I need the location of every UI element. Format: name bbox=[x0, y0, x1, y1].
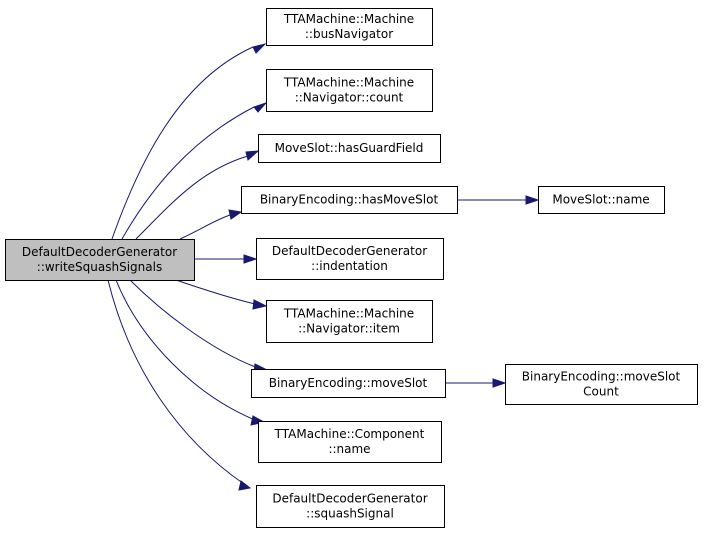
node-box bbox=[5, 239, 195, 281]
node-label-line: BinaryEncoding::hasMoveSlot bbox=[260, 193, 439, 207]
node-box bbox=[258, 134, 441, 163]
edge-moveSlot-to-moveSlotCount bbox=[445, 378, 507, 388]
edge-writeSquashSignals-to-squashSignal bbox=[107, 279, 252, 491]
node-hasGuardField[interactable]: MoveSlot::hasGuardField bbox=[258, 134, 441, 163]
node-label-line: MoveSlot::name bbox=[552, 193, 649, 207]
node-label-line: DefaultDecoderGenerator bbox=[272, 244, 427, 258]
node-label-line: Count bbox=[583, 385, 619, 399]
node-box bbox=[505, 364, 698, 405]
edge-writeSquashSignals-to-busNavigator bbox=[111, 43, 267, 240]
edge-line bbox=[175, 279, 256, 305]
edge-writeSquashSignals-to-navCount bbox=[121, 101, 268, 240]
node-navCount[interactable]: TTAMachine::Machine::Navigator::count bbox=[266, 69, 433, 112]
node-box bbox=[266, 300, 433, 343]
arrowhead-icon bbox=[245, 150, 260, 161]
node-busNavigator[interactable]: TTAMachine::Machine::busNavigator bbox=[266, 8, 433, 46]
node-label-line: TTAMachine::Machine bbox=[283, 76, 414, 90]
arrowhead-icon bbox=[492, 378, 507, 388]
node-label-line: ::squashSignal bbox=[306, 507, 394, 521]
node-box bbox=[251, 369, 446, 398]
node-label-line: DefaultDecoderGenerator bbox=[22, 245, 177, 259]
edge-writeSquashSignals-to-indentation bbox=[194, 254, 258, 264]
node-box bbox=[256, 238, 444, 280]
node-indentation[interactable]: DefaultDecoderGenerator::indentation bbox=[256, 238, 444, 280]
node-box bbox=[256, 485, 445, 528]
node-squashSignal[interactable]: DefaultDecoderGenerator::squashSignal bbox=[256, 485, 445, 528]
node-label-line: ::writeSquashSignals bbox=[37, 260, 162, 274]
edge-line bbox=[111, 46, 254, 240]
node-box bbox=[241, 186, 458, 214]
edge-writeSquashSignals-to-componentName bbox=[115, 279, 266, 426]
edge-writeSquashSignals-to-hasGuardField bbox=[135, 150, 260, 240]
node-label-line: ::Navigator::count bbox=[295, 91, 404, 105]
edge-line bbox=[121, 106, 255, 240]
arrowhead-icon bbox=[243, 254, 258, 264]
edge-line bbox=[135, 155, 249, 240]
node-componentName[interactable]: TTAMachine::Component::name bbox=[258, 421, 442, 463]
edge-line bbox=[107, 279, 245, 485]
node-label-line: ::name bbox=[328, 442, 370, 456]
node-moveSlotName[interactable]: MoveSlot::name bbox=[538, 186, 665, 214]
node-label-line: MoveSlot::hasGuardField bbox=[275, 141, 424, 155]
arrowhead-icon bbox=[253, 101, 268, 113]
edge-hasMoveSlot-to-moveSlotName bbox=[457, 195, 540, 205]
node-label-line: TTAMachine::Machine bbox=[283, 12, 414, 26]
edge-writeSquashSignals-to-navItem bbox=[175, 279, 268, 310]
edge-line bbox=[179, 214, 231, 240]
edge-line bbox=[129, 279, 259, 369]
node-box bbox=[266, 8, 433, 46]
arrowhead-icon bbox=[252, 43, 267, 54]
arrowhead-icon bbox=[525, 195, 540, 205]
node-label-line: ::busNavigator bbox=[305, 27, 393, 41]
node-box bbox=[258, 421, 442, 463]
node-navItem[interactable]: TTAMachine::Machine::Navigator::item bbox=[266, 300, 433, 343]
node-label-line: BinaryEncoding::moveSlot bbox=[269, 376, 428, 390]
edge-line bbox=[115, 279, 256, 421]
node-label-line: TTAMachine::Component bbox=[274, 427, 425, 441]
node-moveSlot[interactable]: BinaryEncoding::moveSlot bbox=[251, 369, 446, 398]
node-layer: DefaultDecoderGenerator::writeSquashSign… bbox=[5, 8, 698, 528]
edge-writeSquashSignals-to-moveSlot bbox=[129, 279, 269, 374]
node-label-line: ::indentation bbox=[311, 259, 388, 273]
node-label-line: DefaultDecoderGenerator bbox=[272, 492, 427, 506]
node-label-line: BinaryEncoding::moveSlot bbox=[522, 370, 681, 384]
node-box bbox=[266, 69, 433, 112]
node-label-line: ::Navigator::item bbox=[298, 322, 400, 336]
edge-writeSquashSignals-to-hasMoveSlot bbox=[179, 209, 243, 240]
node-hasMoveSlot[interactable]: BinaryEncoding::hasMoveSlot bbox=[241, 186, 458, 214]
arrowhead-icon bbox=[238, 480, 252, 491]
node-writeSquashSignals[interactable]: DefaultDecoderGenerator::writeSquashSign… bbox=[5, 239, 195, 281]
arrowhead-icon bbox=[252, 299, 268, 310]
edge-layer bbox=[107, 43, 540, 491]
arrowhead-icon bbox=[228, 209, 243, 220]
node-label-line: TTAMachine::Machine bbox=[283, 307, 414, 321]
node-box bbox=[538, 186, 665, 214]
